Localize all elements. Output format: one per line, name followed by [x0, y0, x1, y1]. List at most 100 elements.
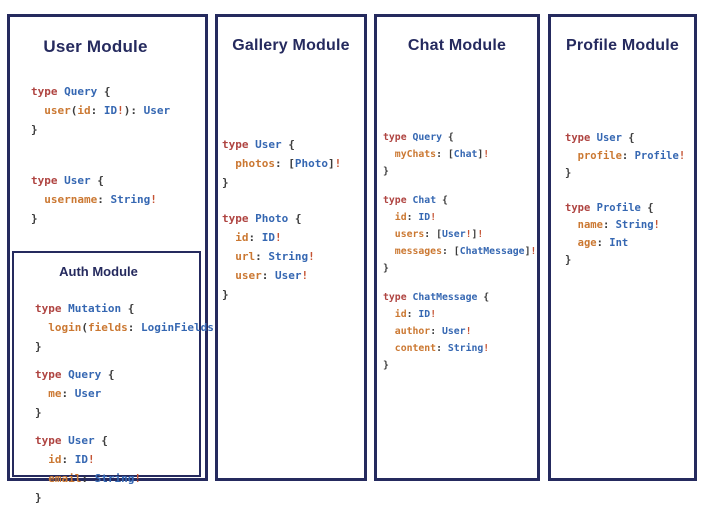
code-token: id [48, 453, 62, 466]
code-token [222, 157, 235, 170]
code-line: type Chat { [383, 192, 536, 209]
code-token: User [255, 138, 282, 151]
code-token: ! [301, 269, 309, 282]
code-token: } [565, 254, 572, 266]
code-token: ( [70, 104, 78, 117]
code-token: : [61, 387, 75, 400]
code-token: : [261, 269, 275, 282]
gallery-module-code: type User { photos: [Photo]!}type Photo … [222, 135, 341, 321]
code-line: photos: [Photo]! [222, 154, 341, 173]
code-token [383, 212, 395, 223]
code-token: ! [150, 193, 157, 206]
code-token: User [441, 326, 466, 337]
code-token: ID [74, 453, 88, 466]
code-token: id [235, 231, 249, 244]
code-line: } [565, 252, 685, 270]
code-line: } [383, 163, 536, 180]
code-line: type Query { [383, 129, 536, 146]
code-token: String [615, 219, 654, 231]
code-token: } [222, 176, 229, 189]
code-token: type [35, 368, 62, 381]
code-token: ChatMessage [412, 292, 478, 303]
code-token: } [31, 123, 38, 136]
code-token: : [602, 219, 616, 231]
code-line: type User { [31, 171, 157, 190]
code-token: ): [123, 104, 144, 117]
code-token: Query [412, 132, 443, 143]
code-token: login [48, 321, 82, 334]
code-token: Chat [453, 149, 478, 160]
code-token [222, 250, 235, 263]
code-token: } [31, 212, 38, 225]
code-token: : [90, 104, 104, 117]
code-token: photos [235, 157, 275, 170]
user-module-user-code: type User { username: String!} [31, 171, 157, 228]
code-block: type Query { me: User} [35, 365, 260, 422]
code-line: type Mutation { [35, 299, 260, 318]
auth-module-title: Auth Module [59, 264, 138, 279]
code-line: type Query { [35, 365, 260, 384]
code-block: type User { photos: [Photo]!} [222, 135, 341, 192]
code-line: id: ID! [383, 209, 536, 226]
code-token: ( [81, 321, 88, 334]
code-block: type User { id: ID! email: String!} [35, 431, 260, 507]
code-token: type [35, 302, 62, 315]
code-token: : [ [275, 157, 295, 170]
code-token: ID [261, 231, 275, 244]
code-token: id [77, 104, 91, 117]
code-line: me: User [35, 384, 260, 403]
code-token: : [127, 321, 141, 334]
panel-gallery-module: Gallery Module type User { photos: [Phot… [215, 14, 367, 481]
code-block: type ChatMessage { id: ID! author: User!… [383, 289, 536, 374]
code-token: User [74, 387, 102, 400]
code-line: user(id: ID!): User [31, 101, 170, 120]
code-line: } [565, 165, 685, 183]
code-token: : [ [424, 229, 442, 240]
code-line: } [222, 285, 341, 304]
code-token: Photo [255, 212, 289, 225]
code-line: users: [User!]! [383, 226, 536, 243]
code-token: type [31, 85, 58, 98]
code-line: } [31, 209, 157, 228]
code-token: { [281, 138, 295, 151]
code-token: { [640, 201, 654, 214]
code-token: User [143, 104, 171, 117]
code-token: Query [64, 85, 98, 98]
code-line: type Query { [31, 82, 170, 101]
code-token: { [621, 132, 635, 144]
code-line: age: Int [565, 235, 685, 253]
code-token: ! [678, 149, 686, 162]
code-token: User [596, 132, 622, 144]
code-token: User [68, 434, 95, 447]
code-token: : [436, 343, 448, 354]
code-token: ! [134, 472, 141, 485]
code-token: age [577, 236, 597, 249]
code-line: type User { [222, 135, 341, 154]
code-line: } [383, 357, 536, 374]
code-token: ChatMessage [459, 246, 525, 257]
code-token: ! [483, 149, 490, 160]
code-token: String [447, 343, 484, 354]
code-block: type Chat { id: ID! users: [User!]! mess… [383, 192, 536, 277]
code-token [35, 321, 48, 334]
code-token [383, 246, 395, 257]
panel-profile-module: Profile Module type User { profile: Prof… [548, 14, 697, 481]
code-token: profile [577, 149, 622, 162]
code-token [383, 343, 395, 354]
code-token: : [406, 212, 419, 223]
code-token: username [44, 193, 98, 206]
code-line: type User { [35, 431, 260, 450]
code-token: type [383, 132, 407, 143]
code-token: type [222, 138, 249, 151]
code-token: ! [477, 229, 484, 240]
code-line: } [31, 120, 170, 139]
code-line: type ChatMessage { [383, 289, 536, 306]
code-token: ! [430, 309, 437, 320]
code-token: { [90, 174, 104, 187]
code-token: type [383, 292, 407, 303]
code-token: } [35, 491, 42, 504]
code-token: } [565, 167, 572, 179]
code-block: type Query { myChats: [Chat]!} [383, 129, 536, 180]
code-token: author [394, 326, 431, 337]
